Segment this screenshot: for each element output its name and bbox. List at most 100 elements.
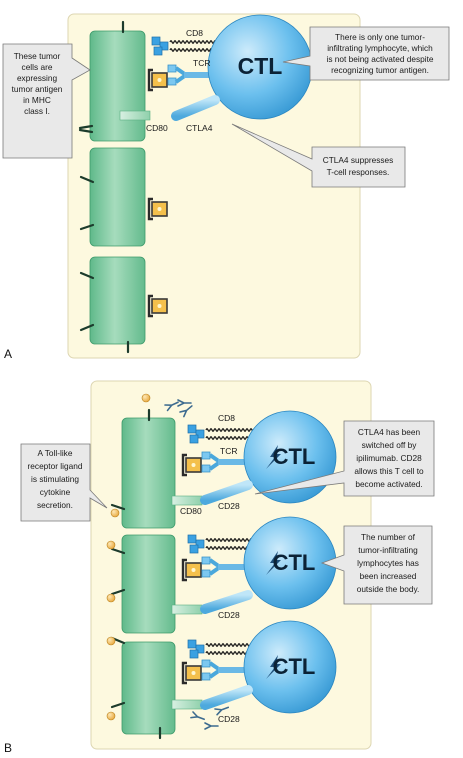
tcr-arms [201,659,211,681]
cd8-block [189,544,199,554]
ipilimumab-icon [214,706,230,716]
antigen-star [191,671,196,675]
tcr-stem [218,667,252,673]
tcr-arms [167,64,177,86]
cd8-block [195,429,205,439]
ctla4-label: CTLA4 [186,123,213,133]
surface-marker [110,503,126,511]
activation-bolt-icon [266,551,281,575]
tcr-stem [184,72,218,78]
mhc-class-i [147,197,153,221]
costim-receptor [171,95,220,121]
costim-receptor [200,480,253,505]
ctl-label: CTL [238,53,283,79]
callout-expanded-box [320,525,433,605]
surface-marker [79,175,95,184]
tlr-ligand-bead [110,508,120,518]
mhc-class-i [181,661,187,685]
antibody-shape [214,706,230,716]
tcr-label: TCR [220,446,237,456]
cd28-label: CD28 [218,714,240,724]
tlr-ligand-bead [141,393,151,403]
ctl-label: CTL [273,550,316,575]
cd80-ligand [171,495,203,506]
antigen-star [157,78,162,82]
activation-bolt-icon [266,445,281,469]
cd8-block [195,644,205,654]
tumor-cell [89,30,146,142]
ctl-label: CTL [273,654,316,679]
cd8-block [195,539,205,549]
ipilimumab-icon [204,722,219,730]
ctl-cell [243,620,337,714]
mhc-class-i [181,558,187,582]
callout-tlr-box [20,443,108,522]
surface-marker [79,223,95,231]
antibody-shape [190,711,205,721]
panel-b-letter: B [4,741,12,755]
antigen-star [157,304,162,308]
cd80-label: CD80 [180,506,202,516]
cd80-ligand [171,604,203,615]
tcr-stem [218,564,252,570]
antigen-star [191,463,196,467]
ipilimumab-icon [179,405,193,418]
cd8-block [153,46,163,56]
ipilimumab-icon [177,399,192,407]
costim-receptor [200,685,253,710]
surface-marker [78,128,94,134]
mhc-class-i [181,453,187,477]
cd8-block [187,424,197,434]
ipilimumab-icon [190,711,205,721]
costim-receptor [200,590,253,614]
surface-marker [110,547,126,555]
callout-one-ctl-box [282,26,450,81]
tlr-ligand-bead [106,540,116,550]
tumor-cell [89,147,146,247]
callout-ipi-box [254,420,435,497]
activation-bolt-icon [266,655,281,679]
tcr-arms [201,451,211,473]
surface-marker [79,323,95,332]
tlr-ligand-bead [106,593,116,603]
tcr-label: TCR [193,58,210,68]
antibody-shape [179,405,193,418]
ipilimumab-icon [164,401,179,412]
cd8-label: CD8 [218,413,235,423]
tlr-ligand-bead [106,711,116,721]
cd80-ligand [171,699,203,710]
tcr-stem [218,459,252,465]
cd8-label: CD8 [186,28,203,38]
mhc-class-i [147,294,153,318]
surface-marker [79,271,95,280]
mhc-class-i [147,68,153,92]
callout-ctla4-box [231,123,406,188]
cd80-ligand [119,110,151,121]
cd28-label: CD28 [218,501,240,511]
callout-tumor-box [2,43,91,159]
cd8-block [189,649,199,659]
tumor-cell [121,641,176,735]
antibody-shape [177,399,192,407]
surface-marker [110,701,126,709]
surface-marker [110,588,126,596]
cd8-block [187,639,197,649]
antigen-star [191,568,196,572]
panel-a-letter: A [4,347,12,361]
callout-one-ctl-text: There is only one tumor-infiltrating lym… [326,32,433,75]
antibody-shape [204,722,219,730]
tumor-cell [121,534,176,634]
tcr-arms [201,556,211,578]
surface-marker [78,124,94,130]
cd8-block [159,41,169,51]
cd8-block [151,36,161,46]
cd8-block [189,434,199,444]
cd28-label: CD28 [218,610,240,620]
cd80-label: CD80 [146,123,168,133]
